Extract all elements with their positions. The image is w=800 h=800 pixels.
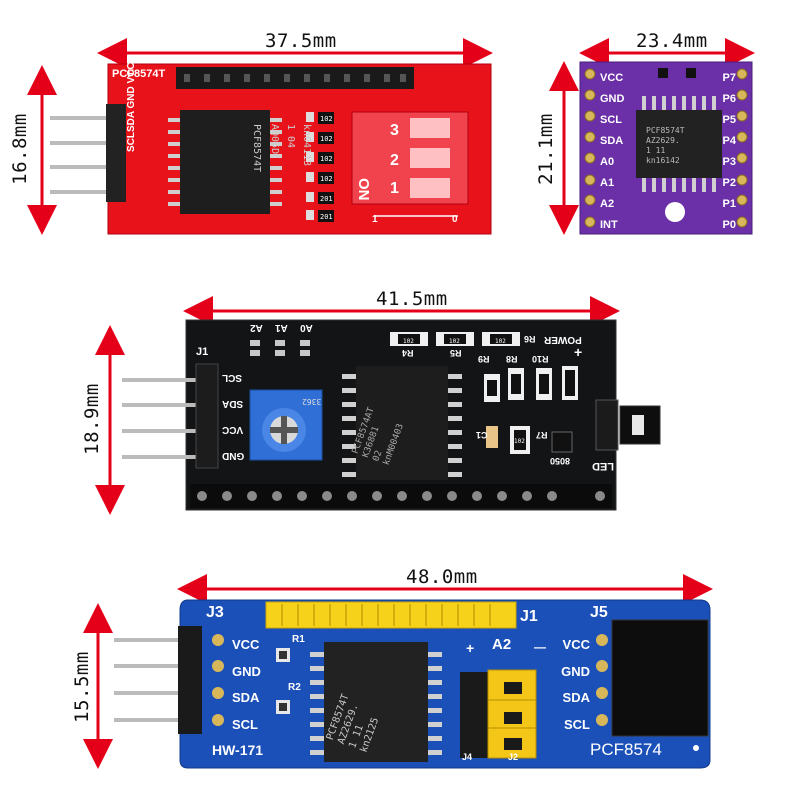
purple-pin-p7: P7	[722, 72, 736, 84]
red-module-title: PCF8574T	[112, 68, 166, 80]
blue-right-pin-scl: SCL	[564, 716, 590, 732]
red-width-label: 37.5mm	[265, 30, 337, 52]
blue-j4-label: J4	[462, 752, 473, 762]
blue-height-label: 15.5mm	[71, 651, 93, 723]
purple-pin-p5: P5	[722, 114, 736, 126]
blue-j3-label: J3	[206, 604, 224, 621]
red-switch-scale-left: 1	[372, 214, 378, 225]
blue-left-pin-gnd: GND	[232, 663, 261, 679]
blue-left-pin-scl: SCL	[232, 716, 258, 732]
purple-pin-vcc: VCC	[600, 72, 624, 84]
red-resistor-label: 102	[320, 115, 333, 123]
red-resistor-label: 201	[320, 195, 333, 203]
blue-right-pin-labels: VCC GND SDA SCL	[548, 632, 590, 738]
purple-pin-p3: P3	[722, 156, 736, 168]
red-switch-number: 2	[390, 152, 399, 169]
purple-pin-a1: A1	[600, 177, 615, 189]
blue-model-label: HW-171	[212, 742, 264, 758]
purple-left-pin-labels: VCC GND SCL SDA A0 A1 A2 INT	[600, 68, 624, 236]
purple-pin-p2: P2	[722, 177, 736, 189]
purple-pin-a2: A2	[600, 198, 615, 210]
purple-pin-gnd: GND	[600, 93, 625, 105]
purple-width-label: 23.4mm	[636, 30, 708, 52]
purple-chip-line-2: AZ2629.	[646, 136, 680, 145]
purple-chip-marking: PCF8574T AZ2629. 1 11 kn16142	[646, 126, 685, 166]
blue-left-pin-vcc: VCC	[232, 637, 260, 652]
red-switch-number: 3	[390, 122, 399, 139]
black-width-label: 41.5mm	[376, 288, 448, 310]
purple-chip-line-3: 1 11	[646, 146, 666, 155]
blue-j1-label: J1	[520, 608, 538, 625]
purple-pin-p1: P1	[722, 198, 736, 210]
blue-width-label: 48.0mm	[406, 566, 478, 588]
purple-pin-scl: SCL	[600, 114, 622, 126]
black-small-code: 102	[514, 438, 525, 445]
blue-left-pin-sda: SDA	[232, 690, 260, 706]
purple-chip-line-1: PCF8574T	[646, 126, 685, 135]
red-resistor-label: 102	[320, 155, 333, 163]
blue-plus-mark: +	[466, 640, 475, 656]
red-switch-number: 1	[390, 180, 399, 197]
blue-minus-mark: —	[534, 640, 546, 654]
blue-right-pin-vcc: VCC	[562, 637, 590, 652]
purple-pin-a0: A0	[600, 156, 615, 168]
black-small-code: 102	[495, 338, 506, 345]
purple-right-pin-labels: P7 P6 P5 P4 P3 P2 P1 P0	[714, 68, 736, 236]
blue-a2-label: A2	[492, 636, 512, 653]
black-plus-mark: +	[574, 344, 583, 360]
red-resistor-label: 102	[320, 135, 333, 143]
purple-pin-int: INT	[600, 219, 618, 231]
blue-bottom-right-label: PCF8574	[590, 740, 662, 759]
black-j1-label: J1	[196, 346, 209, 358]
blue-left-pin-labels: VCC GND SDA SCL	[232, 632, 261, 738]
purple-pin-p4: P4	[722, 135, 736, 147]
blue-j2-label: J2	[508, 752, 519, 762]
red-resistor-label: 102	[320, 175, 333, 183]
red-switch-scale-right: 0	[452, 214, 458, 225]
black-small-code: 102	[403, 338, 414, 345]
blue-r2-label: R2	[288, 682, 301, 693]
purple-pin-sda: SDA	[600, 135, 624, 147]
blue-j5-label: J5	[590, 604, 608, 621]
purple-pin-p0: P0	[722, 219, 736, 231]
purple-chip-line-4: kn16142	[646, 156, 680, 165]
blue-right-pin-sda: SDA	[562, 690, 590, 706]
purple-pin-p6: P6	[722, 93, 736, 105]
black-small-code: 102	[449, 338, 460, 345]
blue-right-pin-gnd: GND	[561, 663, 590, 679]
blue-r1-label: R1	[292, 634, 305, 645]
red-resistor-label: 201	[320, 213, 333, 221]
